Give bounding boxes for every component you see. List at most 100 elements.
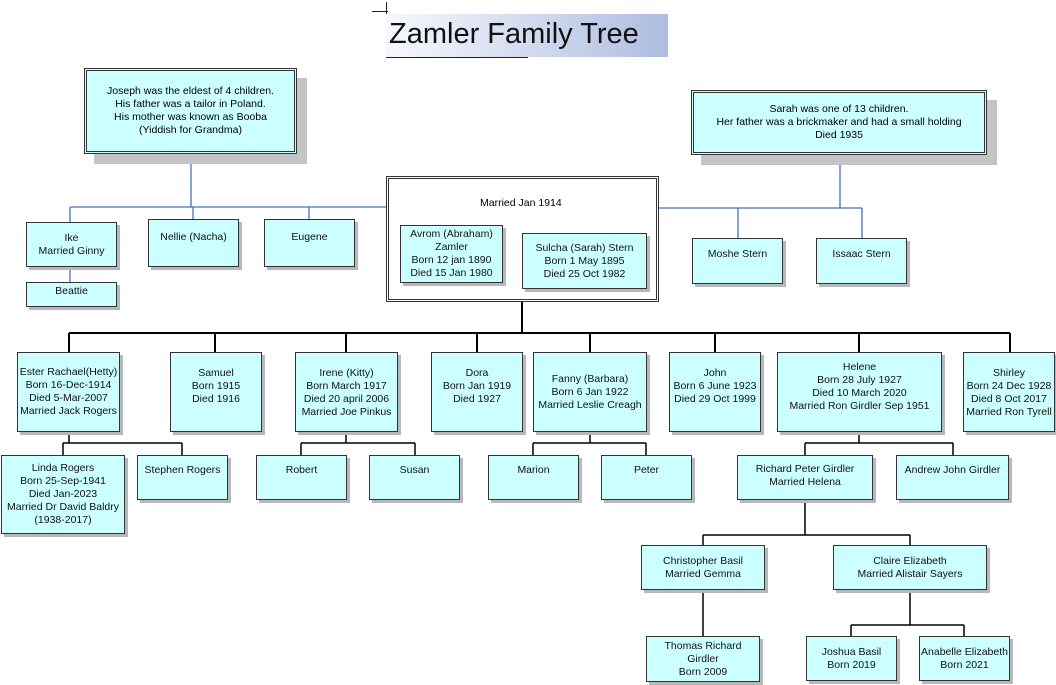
person-line: Nellie (Nacha)	[160, 231, 227, 243]
person-robert[interactable]: Robert	[256, 455, 347, 500]
person-linda[interactable]: Linda Rogers Born 25-Sep-1941 Died Jan-2…	[1, 455, 125, 534]
person-line: Married Gemma	[665, 567, 741, 580]
person-line: Born March 1917	[306, 380, 387, 392]
person-line: Marion	[517, 464, 550, 476]
person-line: Andrew John Girdler	[904, 464, 1001, 476]
person-beattie[interactable]: Beattie	[26, 282, 117, 307]
person-line: Claire Elizabeth	[873, 554, 947, 567]
person-sulcha[interactable]: Sulcha (Sarah) Stern Born 1 May 1895 Die…	[522, 233, 647, 289]
person-line: Born 25-Sep-1941	[20, 475, 106, 487]
person-line: Born Jan 1919	[442, 380, 512, 392]
person-line: Girdler	[687, 652, 719, 665]
note-line: (Yiddish for Grandma)	[139, 124, 242, 136]
person-line: Issaac Stern	[832, 248, 891, 260]
person-line: Beattie	[55, 285, 88, 297]
person-line: Married Ginny	[38, 244, 105, 257]
person-line: Born 2019	[827, 658, 876, 671]
person-line: Irene (Kitty)	[319, 367, 374, 379]
person-dora[interactable]: Dora Born Jan 1919 Died 1927	[431, 352, 523, 432]
person-line: Died Jan-2023	[28, 488, 98, 500]
note-line: Died 1935	[815, 129, 863, 141]
note-line: Sarah was one of 13 children.	[769, 103, 909, 115]
person-susan[interactable]: Susan	[369, 455, 460, 500]
person-line: Anabelle Elizabeth	[921, 645, 1008, 658]
person-line: (1938-2017)	[34, 514, 92, 526]
person-peter[interactable]: Peter	[601, 455, 692, 500]
person-line: Born 6 June 1923	[673, 380, 757, 392]
person-line: Born 16-Dec-1914	[25, 379, 112, 391]
person-fanny[interactable]: Fanny (Barbara) Born 6 Jan 1922 Married …	[533, 352, 647, 432]
person-joshua[interactable]: Joshua Basil Born 2019	[806, 636, 897, 681]
person-line: Born 1915	[191, 380, 241, 392]
title-decor-line	[372, 11, 388, 12]
note-line: His mother was known as Booba	[114, 111, 267, 123]
person-line: Joshua Basil	[821, 645, 882, 658]
person-line: Born 2021	[940, 658, 989, 671]
person-line: Born 1 May 1895	[544, 254, 625, 267]
person-line: Died 20 april 2006	[303, 393, 390, 405]
person-line: Married Ron Girdler Sep 1951	[789, 400, 930, 412]
person-line: Born 6 Jan 1922	[551, 386, 629, 398]
person-line: Moshe Stern	[707, 248, 768, 260]
person-line: Died 25 Oct 1982	[543, 267, 626, 280]
person-line: Born 2009	[678, 665, 728, 678]
note-line: His father was a tailor in Poland.	[115, 98, 266, 110]
person-line: Peter	[633, 464, 660, 476]
person-line: Eugene	[291, 231, 328, 243]
person-line: Died 10 March 2020	[812, 387, 907, 399]
person-avrom[interactable]: Avrom (Abraham) Zamler Born 12 jan 1890 …	[400, 225, 503, 283]
page-title: Zamler Family Tree	[386, 14, 668, 57]
sarah-note: Sarah was one of 13 children. Her father…	[691, 90, 987, 155]
person-line: Married Dr David Baldry	[6, 501, 120, 513]
note-line: Joseph was the eldest of 4 children.	[107, 85, 274, 97]
person-line: Susan	[399, 464, 430, 476]
person-eugene[interactable]: Eugene	[264, 219, 355, 267]
joseph-note: Joseph was the eldest of 4 children. His…	[84, 68, 297, 154]
person-line: Died 8 Oct 2017	[971, 393, 1047, 405]
person-shirley[interactable]: Shirley Born 24 Dec 1928 Died 8 Oct 2017…	[963, 352, 1055, 432]
person-line: Married Helena	[769, 476, 841, 488]
person-line: Robert	[285, 464, 318, 476]
person-helene[interactable]: Helene Born 28 July 1927 Died 10 March 2…	[777, 352, 942, 432]
person-line: Samuel	[198, 367, 234, 379]
person-line: Married Jack Rogers	[20, 405, 117, 417]
person-andrew[interactable]: Andrew John Girdler	[896, 455, 1009, 500]
person-marion[interactable]: Marion	[488, 455, 579, 500]
person-ike[interactable]: Ike Married Ginny	[26, 222, 117, 267]
marriage-label: Married Jan 1914	[480, 197, 562, 209]
person-stephen[interactable]: Stephen Rogers	[137, 455, 228, 500]
title-decor-line	[386, 57, 528, 58]
person-line: Thomas Richard	[664, 639, 742, 652]
person-line: Christopher Basil	[663, 554, 743, 567]
person-nellie[interactable]: Nellie (Nacha)	[148, 219, 239, 267]
person-ester[interactable]: Ester Rachael(Hetty) Born 16-Dec-1914 Di…	[17, 352, 120, 432]
person-line: Born 28 July 1927	[817, 374, 902, 386]
person-line: Died 15 Jan 1980	[410, 267, 493, 279]
person-line: Died 1916	[192, 393, 240, 405]
person-line: Married Ron Tyrell	[966, 406, 1052, 418]
person-anabelle[interactable]: Anabelle Elizabeth Born 2021	[919, 636, 1010, 681]
person-claire[interactable]: Claire Elizabeth Married Alistair Sayers	[833, 545, 987, 590]
person-thomas[interactable]: Thomas Richard Girdler Born 2009	[646, 636, 760, 682]
person-line: Born 24 Dec 1928	[966, 380, 1052, 392]
person-line: Dora	[465, 367, 489, 379]
person-irene[interactable]: Irene (Kitty) Born March 1917 Died 20 ap…	[295, 352, 398, 432]
person-line: Shirley	[992, 367, 1026, 379]
person-line: Helene	[842, 361, 877, 373]
person-issaac[interactable]: Issaac Stern	[816, 238, 907, 284]
person-line: Avrom (Abraham)	[410, 228, 493, 240]
person-line: John	[703, 367, 727, 379]
person-christopher[interactable]: Christopher Basil Married Gemma	[641, 545, 765, 590]
person-line: Sulcha (Sarah) Stern	[535, 241, 634, 254]
person-line: Stephen Rogers	[144, 464, 221, 476]
person-line: Died 29 Oct 1999	[674, 393, 756, 405]
person-line: Fanny (Barbara)	[551, 373, 629, 385]
person-line: Born 12 jan 1890	[411, 254, 492, 266]
person-line: Zamler	[435, 241, 468, 253]
person-samuel[interactable]: Samuel Born 1915 Died 1916	[170, 352, 262, 432]
person-line: Married Alistair Sayers	[857, 567, 963, 580]
person-john[interactable]: John Born 6 June 1923 Died 29 Oct 1999	[669, 352, 761, 432]
person-richard[interactable]: Richard Peter Girdler Married Helena	[737, 455, 873, 500]
person-moshe[interactable]: Moshe Stern	[692, 238, 783, 284]
